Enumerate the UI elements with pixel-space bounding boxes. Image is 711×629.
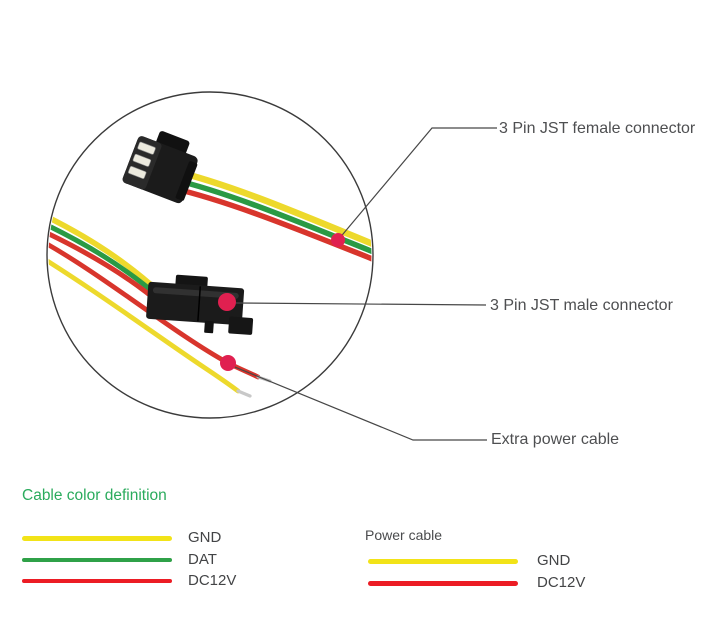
dc12v-color-swatch (22, 578, 172, 584)
extra-power-cable-label: Extra power cable (491, 431, 620, 448)
leader-line-extra (229, 364, 487, 441)
gnd-color-swatch (22, 535, 172, 541)
power-wire-yellow (48, 249, 241, 394)
legend-row-dat: DAT (22, 551, 217, 569)
male-connector (146, 274, 254, 335)
legend-row-dc12v: DC12V (22, 572, 236, 590)
legend-row-gnd: GND (22, 529, 221, 547)
male-connector-label: 3 Pin JST male connector (490, 297, 673, 314)
marker-dot-extra (220, 355, 236, 371)
power-gnd-color-swatch (368, 558, 518, 564)
power-dc12v-color-swatch (368, 580, 518, 586)
power-row-dc12v: DC12V (368, 574, 585, 592)
leader-line-male (235, 302, 487, 306)
female-connector-label: 3 Pin JST female connector (499, 120, 696, 137)
marker-dot-female (331, 233, 345, 247)
power-gnd-label: GND (537, 552, 571, 569)
leader-line-female (337, 127, 497, 241)
power-cable-title: Power cable (365, 527, 443, 543)
dat-color-swatch (22, 557, 172, 563)
dc12v-label: DC12V (188, 572, 237, 589)
female-wire-green (168, 176, 372, 258)
dat-label: DAT (188, 551, 217, 568)
legend-title: Cable color definition (22, 487, 167, 504)
gnd-label: GND (188, 529, 222, 546)
power-wire-yellow-tip (236, 389, 252, 398)
female-wire-red (169, 185, 372, 265)
marker-dot-male (218, 293, 236, 311)
power-row-gnd: GND (368, 552, 570, 570)
power-dc12v-label: DC12V (537, 574, 586, 591)
female-connector (122, 131, 198, 204)
male-wire-green (48, 215, 163, 301)
